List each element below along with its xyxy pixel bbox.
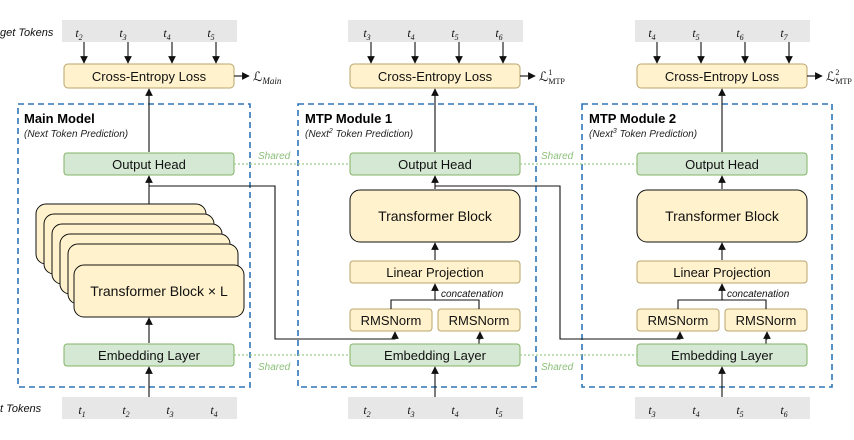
main-transformer-label: Transformer Block × L — [90, 283, 228, 299]
mtp2-input-t6: t6 — [780, 403, 787, 419]
main-target-t3: t3 — [119, 26, 126, 42]
main-transformer-front-box — [73, 264, 245, 318]
mtp1-concatenation-label: concatenation — [441, 289, 504, 300]
main-embedding-label: Embedding Layer — [98, 348, 201, 363]
mtp2-input-t5: t5 — [736, 403, 743, 419]
mtp1-input-t3: t3 — [407, 403, 414, 419]
main-output-head-label: Output Head — [112, 157, 186, 172]
main-target-t4: t4 — [163, 26, 170, 42]
shared-label-head-1: Shared — [258, 151, 291, 162]
mtp2-input-tokens: t3 t4 t5 t6 — [635, 397, 810, 419]
main-target-t5: t5 — [207, 26, 214, 42]
mtp1-input-t5: t5 — [495, 403, 502, 419]
mtp1-linear-projection-box — [349, 260, 521, 284]
mtp1-target-t3: t3 — [363, 26, 370, 42]
main-model-border — [17, 103, 251, 388]
mtp2-output-head-label: Output Head — [685, 157, 759, 172]
head-to-loss-arrows — [145, 88, 726, 152]
mtp2-target-t7: t7 — [780, 26, 788, 42]
main-input-t2: t2 — [122, 403, 129, 419]
mtp1-target-t5: t5 — [451, 26, 458, 42]
mtp2-target-t4: t4 — [648, 26, 655, 42]
mtp2-linear-projection-label: Linear Projection — [673, 265, 771, 280]
shared-label-head-2: Shared — [541, 151, 574, 162]
mtp1-linear-projection-label: Linear Projection — [386, 265, 484, 280]
mtp2-internal-arrows — [677, 175, 771, 344]
mtp1-embedding-label: Embedding Layer — [384, 348, 487, 363]
mtp1-to-mtp2-connection — [435, 185, 684, 340]
main-input-t4: t4 — [210, 403, 217, 419]
mtp1-input-tokens: t2 t3 t4 t5 — [348, 397, 523, 419]
mtp1-cross-entropy-label: Cross-Entropy Loss — [378, 69, 493, 84]
mtp2-target-t6: t6 — [736, 26, 743, 42]
mtp1-target-t4: t4 — [407, 26, 414, 42]
input-arrows — [145, 366, 726, 397]
mtp2-subtitle: (Next3 Token Prediction) — [589, 128, 697, 140]
mtp2-rmsnorm-left-label: RMSNorm — [648, 313, 709, 328]
main-transformer-stack: Transformer Block × L — [35, 203, 245, 318]
mtp1-border — [297, 103, 537, 388]
mtp2-input-t4: t4 — [692, 403, 699, 419]
input-tokens-label: t Tokens — [0, 403, 42, 415]
mtp2-linear-projection-box — [636, 260, 808, 284]
main-model-subtitle: (Next Token Prediction) — [24, 129, 128, 140]
mtp2-title: MTP Module 2 — [589, 111, 676, 126]
mtp1-rmsnorm-right-label: RMSNorm — [449, 313, 510, 328]
mtp2-target-t5: t5 — [692, 26, 699, 42]
main-to-mtp1-connection — [149, 185, 399, 340]
mtp2-target-tokens: t4 t5 t6 t7 — [635, 20, 810, 42]
main-input-t1: t1 — [78, 403, 85, 419]
mtp1-target-t6: t6 — [495, 26, 502, 42]
mtp1-subtitle: (Next2 Token Prediction) — [305, 128, 413, 140]
mtp1-title: MTP Module 1 — [305, 111, 392, 126]
main-input-t3: t3 — [166, 403, 173, 419]
mtp1-target-tokens: t3 t4 t5 t6 — [348, 20, 523, 42]
mtp1-input-t2: t2 — [363, 403, 370, 419]
mtp2-transformer-box — [636, 189, 808, 243]
mtp2-input-t3: t3 — [648, 403, 655, 419]
mtp2-embedding-label: Embedding Layer — [671, 348, 774, 363]
mtp1-output-head-label: Output Head — [398, 157, 472, 172]
main-cross-entropy-label: Cross-Entropy Loss — [92, 69, 207, 84]
mtp1-internal-arrows — [390, 175, 484, 344]
main-model-title: Main Model — [24, 111, 95, 126]
target-arrows — [80, 42, 793, 64]
mtp2-transformer-label: Transformer Block — [665, 208, 780, 224]
target-tokens-label: get Tokens — [0, 27, 54, 39]
shared-label-embed-1: Shared — [258, 362, 291, 373]
shared-label-embed-2: Shared — [541, 362, 574, 373]
mtp2-cross-entropy-label: Cross-Entropy Loss — [665, 69, 780, 84]
main-target-tokens: t2 t3 t4 t5 — [62, 20, 237, 42]
mtp2-border — [581, 103, 833, 388]
main-loss-label: ℒMain — [253, 69, 282, 86]
mtp1-transformer-label: Transformer Block — [378, 208, 493, 224]
mtp1-transformer-box — [349, 189, 521, 243]
main-input-tokens: t1 t2 t3 t4 — [62, 397, 237, 419]
main-target-t2: t2 — [75, 26, 82, 42]
mtp1-rmsnorm-left-label: RMSNorm — [361, 313, 422, 328]
mtp2-rmsnorm-right-label: RMSNorm — [736, 313, 797, 328]
mtp2-concatenation-label: concatenation — [727, 289, 790, 300]
mtp1-input-t4: t4 — [451, 403, 458, 419]
